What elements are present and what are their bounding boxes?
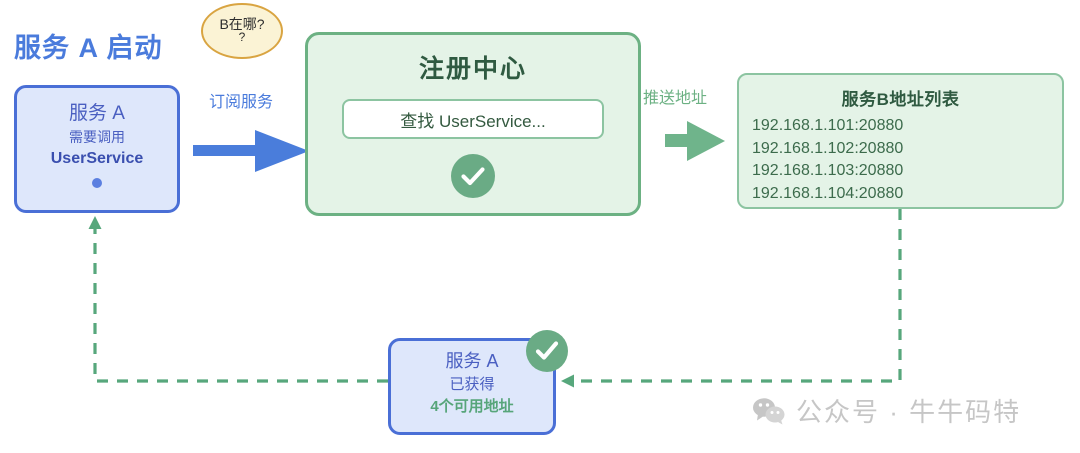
thought-bubble: B在哪? ? [201, 3, 283, 59]
registry-title: 注册中心 [418, 55, 527, 83]
registry-search-field[interactable]: 查找 UserService... [342, 99, 604, 139]
watermark-text: 公众号 · 牛牛码特 [796, 397, 1022, 427]
result-feedback-path [93, 228, 388, 383]
registry-center-node[interactable]: 注册中心 查找 UserService... [305, 32, 641, 216]
push-return-arrowhead [561, 374, 574, 388]
address-list-title: 服务B地址列表 [841, 90, 960, 109]
list-item: 192.168.1.103:20880 [752, 162, 904, 180]
result-subtitle: 已获得 [449, 375, 495, 393]
status-dot-icon [92, 178, 102, 189]
service-a-subtitle: 需要调用 [69, 128, 125, 145]
list-item: 192.168.1.104:20880 [752, 185, 904, 203]
page-title: 服务 A 启动 [14, 33, 163, 63]
wechat-icon [753, 397, 785, 424]
push-arrow-label: 推送地址 [643, 90, 708, 107]
check-circle-icon [451, 154, 495, 198]
service-a-target: UserService [50, 150, 144, 168]
list-item: 192.168.1.101:20880 [752, 117, 904, 134]
push-return-path [572, 209, 902, 383]
address-list: 192.168.1.101:20880 192.168.1.102:20880 … [752, 115, 1062, 206]
service-a-name: 服务 A [69, 103, 125, 124]
service-a-node[interactable]: 服务 A 需要调用 UserService [14, 85, 180, 213]
address-list-node[interactable]: 服务B地址列表 192.168.1.101:20880 192.168.1.10… [737, 73, 1064, 209]
watermark: 公众号 · 牛牛码特 [752, 392, 1021, 429]
thought-bubble-line1: B在哪? [219, 16, 265, 33]
result-count: 4个可用地址 [430, 397, 514, 415]
subscribe-arrow-icon [193, 130, 309, 172]
result-feedback-arrowhead [88, 216, 102, 229]
subscribe-arrow-label: 订阅服务 [209, 94, 274, 111]
check-circle-icon [526, 330, 568, 372]
result-name: 服务 A [445, 351, 499, 371]
push-arrow-icon [665, 121, 725, 161]
thought-bubble-line2: ? [238, 30, 246, 45]
list-item: 192.168.1.102:20880 [752, 139, 904, 157]
